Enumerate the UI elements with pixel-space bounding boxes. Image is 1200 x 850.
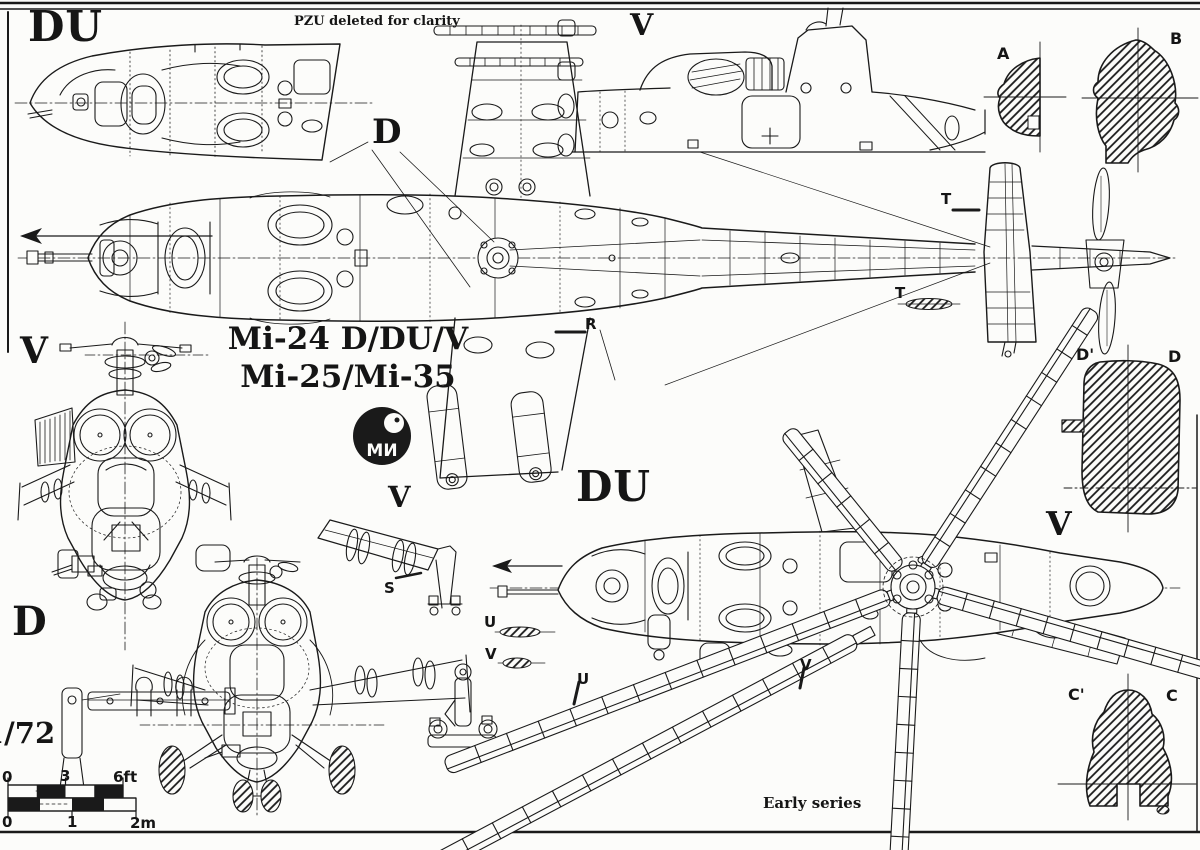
section-label-a: A	[997, 44, 1010, 63]
scale-fraction: 1/72	[0, 716, 56, 750]
view-label-du-center: DU	[576, 462, 652, 511]
section-label-c-prime: C'	[1068, 685, 1085, 704]
view-label-d-bottom-left: D	[12, 598, 48, 645]
view-label-v-bottom-right: V	[1046, 504, 1073, 543]
side-view-v	[571, 7, 986, 153]
early-series-note: Early series	[763, 794, 862, 812]
scale-m-0: 0	[2, 813, 13, 831]
mil-logo-text: МИ	[366, 441, 397, 461]
title-line2: Mi-25/Mi-35	[240, 359, 456, 395]
scale-ft-0: 0	[2, 768, 13, 786]
view-label-v-left: V	[20, 330, 49, 372]
drawing-title: Mi-24 D/DU/V Mi-25/Mi-35	[203, 320, 493, 396]
section-d	[1061, 344, 1197, 533]
scale-ft-6: 6ft	[113, 768, 138, 786]
mil-logo: МИ	[353, 407, 411, 465]
station-label-u-blade: U	[577, 670, 590, 688]
main-plan-view	[17, 191, 1179, 325]
pzu-note: PZU deleted for clarity	[294, 14, 460, 29]
station-label-t-upper: T	[941, 190, 952, 208]
station-label-t-lower: T	[895, 284, 906, 302]
station-label-r: R	[585, 315, 597, 333]
section-b	[1081, 27, 1199, 173]
scale-m-1: 1	[67, 813, 78, 831]
station-label-v-blade: V	[800, 656, 812, 674]
nose-plan-view-du	[14, 43, 373, 161]
plan-starboard-wing	[426, 317, 616, 490]
front-view-v	[17, 321, 232, 651]
title-line1: Mi-24 D/DU/V	[227, 321, 469, 357]
view-label-v-top-right: V	[630, 8, 655, 43]
view-label-du-top-left: DU	[28, 2, 104, 51]
bottom-view	[431, 304, 1200, 850]
section-label-d: D	[1168, 347, 1182, 366]
gear-detail-strut	[427, 663, 498, 748]
section-label-c: C	[1166, 686, 1178, 705]
plan-port-wing	[433, 19, 597, 199]
station-label-v-airfoil: V	[485, 645, 497, 663]
scale-bar	[7, 777, 137, 819]
front-view-d	[130, 555, 471, 819]
leader-lines	[329, 141, 495, 288]
section-label-d-prime: D'	[1076, 345, 1095, 364]
view-label-v-wing-detail: V	[388, 480, 412, 514]
station-label-s: S	[384, 579, 395, 597]
section-label-b: B	[1170, 29, 1183, 48]
scale-m-2: 2m	[130, 814, 157, 832]
wing-detail-v	[317, 519, 463, 616]
view-label-d-top: D	[372, 112, 403, 152]
section-a	[983, 41, 1067, 153]
plan-tail-group	[554, 151, 1171, 386]
section-c	[1057, 673, 1197, 821]
scale-ft-3: 3	[60, 767, 71, 785]
station-label-u-airfoil: U	[484, 613, 497, 631]
